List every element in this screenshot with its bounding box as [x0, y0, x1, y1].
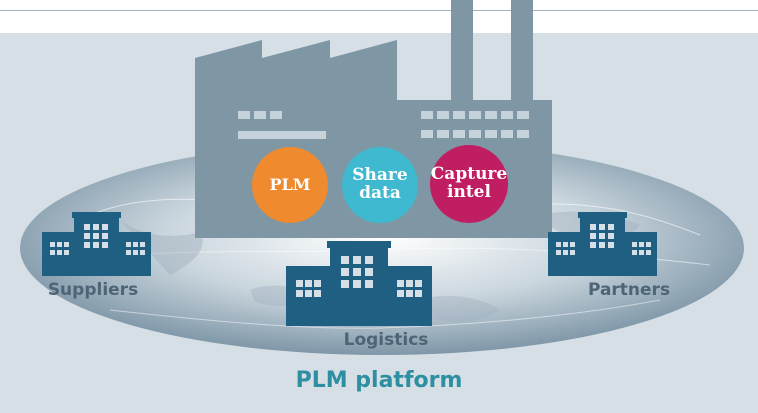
- factory-windows: [238, 111, 529, 139]
- capture-intel-line2: intel: [447, 182, 491, 202]
- share-data-bubble: Share data: [342, 147, 418, 223]
- partners-building-icon: [548, 212, 657, 276]
- plm-bubble: PLM: [252, 147, 328, 223]
- plm-bubble-label: PLM: [269, 174, 311, 194]
- top-divider: [0, 10, 758, 11]
- logistics-label: Logistics: [343, 330, 429, 350]
- share-data-line2: data: [359, 183, 401, 203]
- share-data-line1: Share: [352, 165, 408, 186]
- capture-intel-line1: Capture: [430, 164, 508, 185]
- capture-intel-bubble: Capture intel: [430, 145, 508, 223]
- logistics-building-icon: [286, 241, 432, 326]
- suppliers-building-icon: [42, 212, 151, 276]
- plm-platform-title: PLM platform: [295, 368, 463, 393]
- suppliers-label: Suppliers: [47, 280, 139, 300]
- partners-label: Partners: [587, 280, 671, 300]
